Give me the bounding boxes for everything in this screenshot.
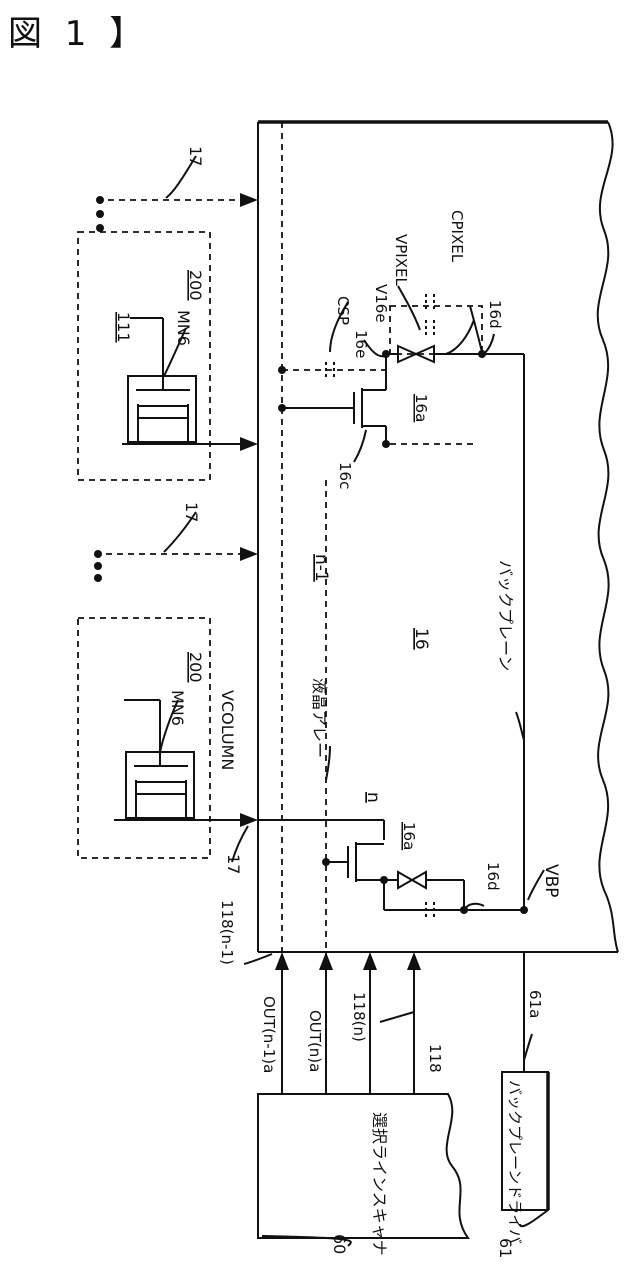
label-60: 60 [330, 1234, 349, 1254]
label-16a-top: 16a [412, 394, 430, 422]
label-200-bottom: 200 [186, 652, 205, 683]
label-mn6-top: MN6 [174, 310, 193, 346]
label-16: 16 [411, 628, 431, 650]
label-17-bottom: 17 [224, 854, 243, 874]
column-driver-top [78, 232, 258, 480]
label-111: 111 [114, 312, 133, 343]
label-csp: CSP [334, 296, 352, 325]
pixel-circuit-n-minus-1 [278, 294, 524, 910]
label-v16e: V16e [372, 284, 390, 323]
label-16d-bottom: 16d [484, 862, 502, 891]
label-118-n-minus-1: 118(n-1) [218, 900, 236, 965]
label-vcolumn: VCOLUMN [218, 690, 237, 770]
label-118: 118 [426, 1044, 444, 1073]
label-cpixel: CPIXEL [448, 210, 466, 263]
label-118-n: 118(n) [350, 992, 368, 1042]
row-input-arrows [275, 952, 421, 1094]
label-17-top: 17 [186, 146, 205, 166]
label-backplane-driver: バックプレーンドライバ [506, 1080, 524, 1244]
ellipsis-middle [94, 547, 258, 582]
label-61: 61 [496, 1238, 515, 1258]
label-out-n-a: OUT(n)a [306, 1010, 324, 1072]
label-lc-array: 液晶アレー [310, 678, 329, 758]
label-200-top: 200 [186, 270, 205, 301]
label-layer: 17 17 17 200 200 MN6 MN6 111 CSP 16e V16… [114, 146, 561, 1258]
label-vbp: VBP [541, 864, 561, 898]
lc-panel [258, 122, 618, 952]
label-n-minus-1: n-1 [311, 554, 331, 582]
label-mn6-bottom: MN6 [168, 690, 187, 726]
select-line-scanner-block [258, 1094, 468, 1238]
label-vpixel: VPIXEL [392, 234, 410, 286]
label-16c: 16c [336, 462, 354, 489]
ellipsis-top [96, 193, 258, 232]
label-16e: 16e [352, 330, 370, 358]
label-61a: 61a [526, 990, 544, 1018]
label-16d-top: 16d [486, 300, 504, 329]
label-out-n-minus-1-a: OUT(n-1)a [260, 996, 278, 1073]
label-backplane: バックプレーン [496, 560, 515, 671]
label-n: n [363, 792, 383, 803]
label-select-line-scanner: 選択ラインスキャナ [370, 1112, 389, 1256]
label-17-mid: 17 [182, 502, 201, 522]
label-16a-bottom: 16a [400, 822, 418, 850]
